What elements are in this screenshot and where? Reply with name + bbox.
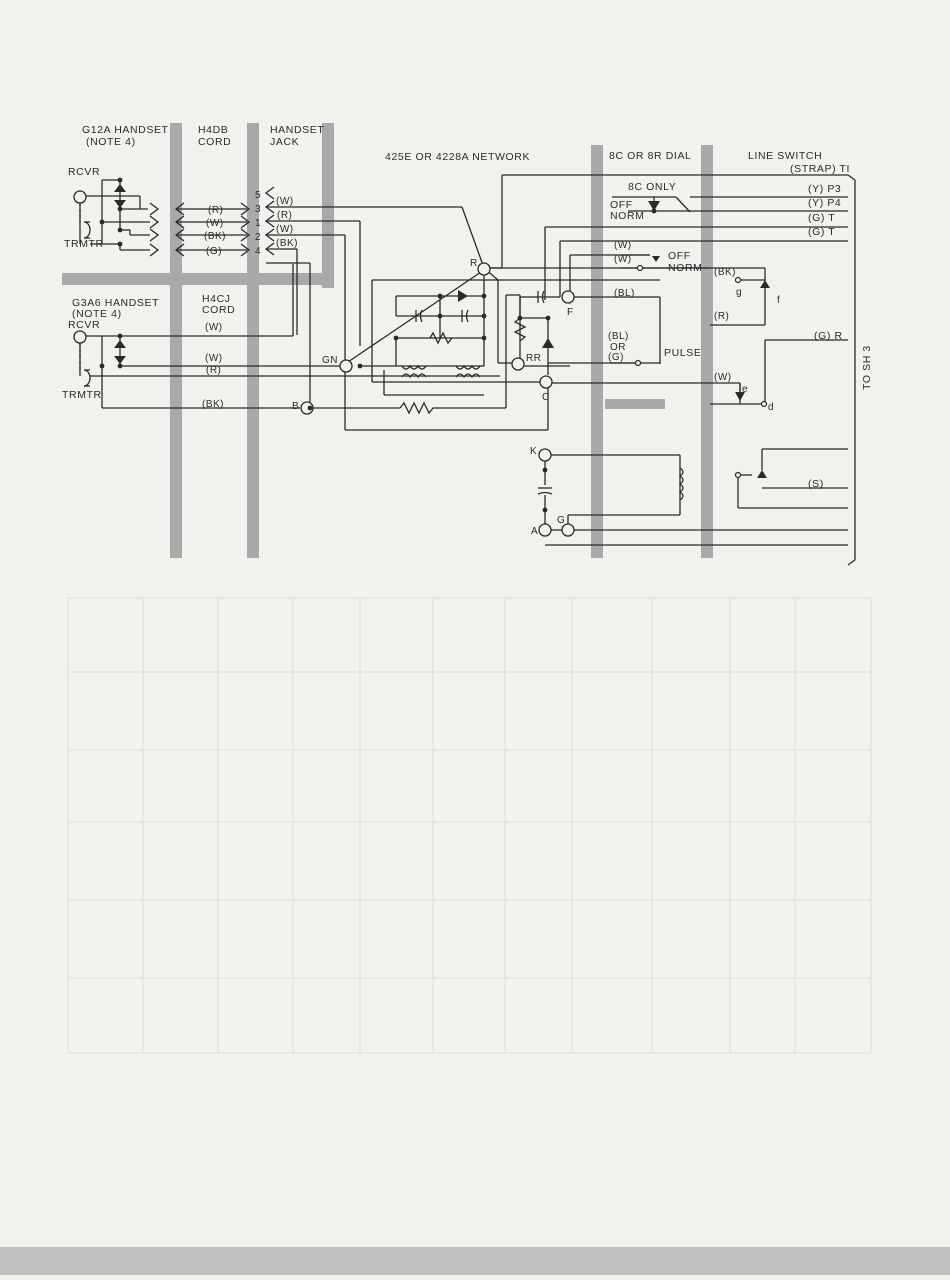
diagram-label: C: [542, 392, 550, 403]
trmtr-bottom-label: TRMTR: [62, 389, 102, 401]
labels: G12A HANDSET (NOTE 4) H4DB CORD HANDSET …: [62, 124, 873, 537]
diagram-label: (Y) P4: [808, 197, 841, 209]
diagram-label: (R): [208, 205, 223, 216]
diagram-label: (BK): [276, 238, 298, 249]
diagram-label: (BK): [204, 231, 226, 242]
diagram-label: 8C ONLY: [628, 181, 676, 193]
diagram-label: NORM: [668, 262, 702, 274]
diagram-label: (W): [714, 372, 732, 383]
trmtr-top-label: TRMTR: [64, 238, 104, 250]
diagram-label: g: [736, 287, 742, 298]
g3a6-note-label: (NOTE 4): [72, 308, 122, 320]
h4db-label: H4DB: [198, 124, 228, 136]
jack-label: JACK: [270, 136, 299, 148]
diagram-label: (W): [276, 196, 294, 207]
switch-contacts: [634, 264, 768, 479]
diagram-label: (G) R: [814, 330, 843, 342]
wires: [79, 174, 856, 566]
diagram-label: 2: [255, 232, 261, 243]
diagram-label: PULSE: [664, 347, 701, 359]
page-bottom-band: [0, 1247, 950, 1275]
diagram-label: A: [531, 526, 538, 537]
g12a-handset-label: G12A HANDSET: [82, 124, 169, 136]
diagram-label: (W): [276, 224, 294, 235]
diagram-label: F: [567, 307, 574, 318]
diagram-label: GN: [322, 355, 338, 366]
diagram-label: f: [777, 295, 780, 306]
diagram-label: 1: [255, 218, 261, 229]
diagram-label: 4: [255, 246, 261, 257]
diagram-label: (STRAP) TI: [790, 163, 850, 175]
dial-label: 8C OR 8R DIAL: [609, 150, 692, 162]
diagram-label: (W): [614, 240, 632, 251]
terminals: [73, 190, 575, 537]
g12a-note-label: (NOTE 4): [86, 136, 136, 148]
diagram-label: OR: [610, 342, 626, 353]
diagram-label: R: [470, 258, 478, 269]
network-label: 425E OR 4228A NETWORK: [385, 151, 530, 163]
junctions: [99, 177, 657, 513]
diagram-label: (R): [714, 311, 729, 322]
diagram-label: B: [292, 401, 299, 412]
to-sheet3-label: TO SH 3: [861, 345, 873, 390]
diagram-label: e: [742, 384, 748, 395]
diagram-label: (W): [614, 254, 632, 265]
h4db-cord-label: CORD: [198, 136, 231, 148]
diagram-label: (BL): [608, 331, 629, 342]
diagram-label: d: [768, 402, 774, 413]
diagram-label: (G) T: [808, 226, 835, 238]
diagram-label: 5: [255, 190, 261, 201]
diagram-label: G: [557, 515, 565, 526]
diagram-label: (Y) P3: [808, 183, 841, 195]
g3a6-handset-label: G3A6 HANDSET: [72, 297, 159, 309]
diagram-label: (S): [808, 478, 824, 490]
line-switch-label: LINE SWITCH: [748, 150, 822, 162]
diagram-label: (G): [206, 246, 222, 257]
rcvr-top-label: RCVR: [68, 166, 100, 178]
diagram-label: K: [530, 446, 537, 457]
diagram-label: (R): [277, 210, 292, 221]
diagram-label: (BK): [202, 399, 224, 410]
diagram-label: 3: [255, 204, 261, 215]
h4cj-label: H4CJ: [202, 293, 231, 305]
diagram-label: NORM: [610, 210, 644, 222]
diagram-label: (G) T: [808, 212, 835, 224]
background-grid: [67, 597, 872, 1054]
diagram-label: (W): [206, 218, 224, 229]
h4cj-cord-label: CORD: [202, 304, 235, 316]
diagram-label: OFF: [610, 199, 633, 211]
transmitter-symbols: [79, 203, 91, 387]
diagram-label: (G): [608, 352, 624, 363]
diagram-label: RR: [526, 353, 541, 364]
varistor-symbols: [114, 184, 770, 478]
diagram-label: (W): [205, 322, 223, 333]
diagram-label: (R): [206, 365, 221, 376]
diagram-label: OFF: [668, 250, 691, 262]
diagram-label: (BL): [614, 288, 635, 299]
rcvr-bottom-label: RCVR: [68, 319, 100, 331]
diagram-label: (W): [205, 353, 223, 364]
diagram-label: (BK): [714, 267, 736, 278]
handset-label: HANDSET: [270, 124, 324, 136]
